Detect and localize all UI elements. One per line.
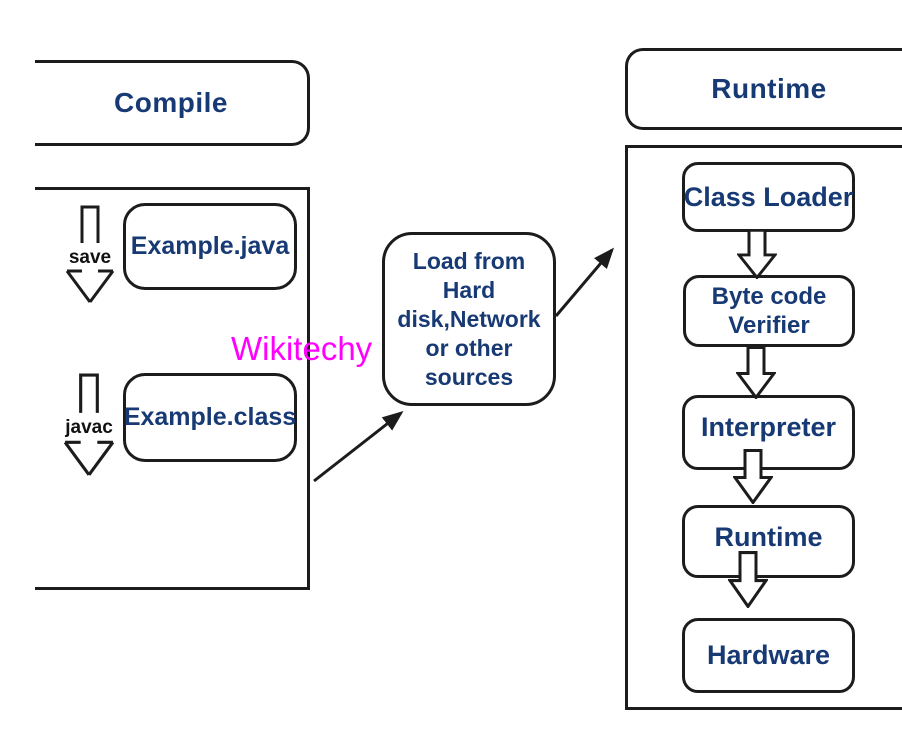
byte-code-verifier-line1: Byte code <box>711 283 827 310</box>
compile-title: Compile <box>114 87 228 118</box>
load-to-runtime-arrow-icon <box>554 247 615 317</box>
load-source-box: Load from Hard disk,Network or other sou… <box>382 232 556 406</box>
load-line-5: sources <box>424 363 514 390</box>
class-loader-label: Class Loader <box>683 181 854 212</box>
compile-header-box: Compile <box>35 60 310 146</box>
load-line-3: disk,Network <box>397 305 541 332</box>
compile-to-load-arrow-icon <box>313 411 404 483</box>
example-java-box: Example.java <box>123 203 297 290</box>
byte-code-verifier-box: Byte code Verifier <box>683 275 855 347</box>
verifier-to-interpreter-arrow-icon <box>736 346 776 399</box>
interpreter-box: Interpreter <box>682 395 855 470</box>
save-arrow-label: save <box>68 247 112 268</box>
example-java-label: Example.java <box>130 232 290 260</box>
interpreter-label: Interpreter <box>700 412 837 442</box>
runtime-header-box: Runtime <box>625 48 902 130</box>
javac-arrow-glyph <box>63 373 115 476</box>
javac-arrow-label: javac <box>65 417 113 438</box>
runtime-to-hardware-arrow-icon <box>728 551 768 608</box>
example-class-label: Example.class <box>123 403 297 431</box>
load-line-1: Load from <box>412 247 526 274</box>
runtime-stage-label: Runtime <box>714 522 823 552</box>
javac-arrow-icon: javac <box>63 373 115 478</box>
runtime-container-box <box>625 145 902 710</box>
hardware-label: Hardware <box>706 640 831 670</box>
hardware-box: Hardware <box>682 618 855 693</box>
wikitechy-watermark: Wikitechy <box>231 330 373 367</box>
load-line-2: Hard <box>442 276 496 303</box>
load-line-4: or other <box>425 334 513 361</box>
save-arrow-icon: save <box>65 205 115 305</box>
interpreter-to-runtime-arrow-icon <box>733 449 773 504</box>
runtime-title: Runtime <box>711 73 827 104</box>
runtime-stage-box: Runtime <box>682 505 855 578</box>
byte-code-verifier-line2: Verifier <box>728 312 810 339</box>
class-loader-box: Class Loader <box>682 162 855 232</box>
classloader-to-verifier-arrow-icon <box>737 229 777 279</box>
compile-container-box <box>35 187 310 590</box>
save-arrow-glyph <box>65 205 115 303</box>
example-class-box: Example.class <box>123 373 297 462</box>
